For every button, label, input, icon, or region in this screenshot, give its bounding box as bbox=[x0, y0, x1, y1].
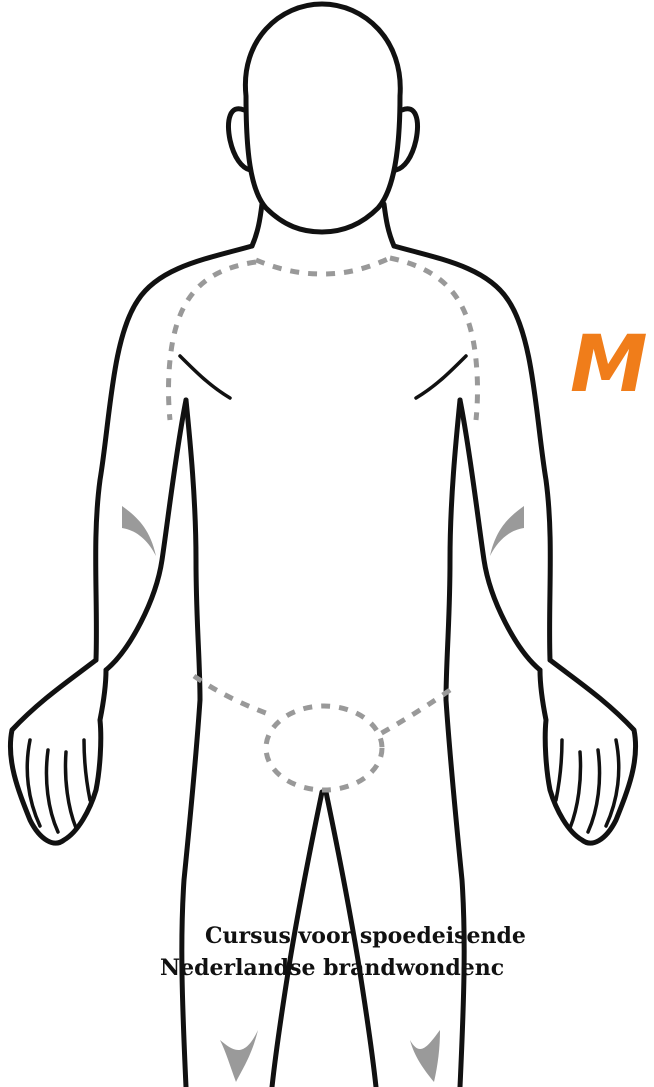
right-elbow-shade bbox=[490, 506, 524, 556]
right-torso-side bbox=[446, 400, 464, 1087]
left-knee-shade bbox=[220, 1030, 258, 1082]
neck-right bbox=[384, 204, 394, 246]
left-shoulder-arm-outer bbox=[96, 246, 252, 660]
right-hand bbox=[540, 660, 636, 843]
caption-line-2: Nederlandse brandwondenc bbox=[160, 957, 504, 979]
right-pectoral-line bbox=[416, 356, 466, 398]
head-outline bbox=[245, 4, 400, 232]
caption-line-1: Cursus voor spoedeisende bbox=[205, 925, 526, 947]
right-groin-region-boundary bbox=[380, 690, 450, 734]
left-pectoral-line bbox=[180, 356, 230, 398]
right-shoulder-region-boundary bbox=[390, 258, 478, 420]
left-hand bbox=[10, 660, 106, 843]
left-elbow-shade bbox=[122, 506, 156, 556]
right-shoulder-arm-outer bbox=[394, 246, 550, 660]
neck-left bbox=[252, 204, 262, 246]
left-torso-side bbox=[182, 400, 200, 1087]
title-letter: M bbox=[570, 326, 648, 404]
right-hand-fingers bbox=[556, 740, 619, 832]
genital-region-boundary bbox=[266, 706, 382, 790]
left-shoulder-region-boundary bbox=[169, 262, 257, 420]
left-hand-fingers bbox=[27, 740, 90, 832]
neck-region-boundary bbox=[256, 258, 390, 274]
left-groin-region-boundary bbox=[194, 676, 274, 716]
right-knee-shade bbox=[410, 1030, 440, 1082]
